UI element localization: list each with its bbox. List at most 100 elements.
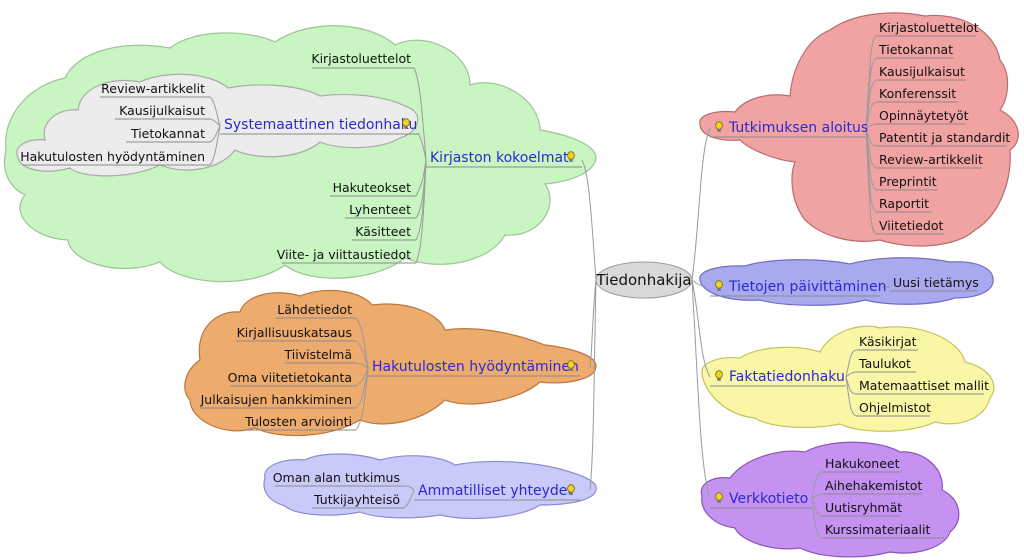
- svg-text:Opinnäytetyöt: Opinnäytetyöt: [879, 108, 969, 123]
- svg-text:Raportit: Raportit: [879, 196, 929, 211]
- svg-text:Käsitteet: Käsitteet: [355, 224, 411, 239]
- list-item[interactable]: Tulosten arviointi: [244, 414, 356, 431]
- topic-kirjaston-kokoelmat[interactable]: Kirjaston kokoelmat: [426, 150, 582, 168]
- list-item[interactable]: Tutkijayhteisö: [312, 492, 404, 509]
- svg-text:Julkaisujen hankkiminen: Julkaisujen hankkiminen: [200, 392, 352, 407]
- list-item[interactable]: Aihehakemistot: [822, 478, 922, 495]
- topic-verkkotieto[interactable]: Verkkotieto: [710, 491, 812, 509]
- svg-text:Kausijulkaisut: Kausijulkaisut: [879, 64, 965, 79]
- svg-text:Preprintit: Preprintit: [879, 174, 937, 189]
- list-item[interactable]: Hakukoneet: [822, 456, 902, 473]
- svg-text:Uutisryhmät: Uutisryhmät: [825, 500, 902, 515]
- list-item[interactable]: Raportit: [876, 196, 932, 213]
- cloud-ammatilliset-yhteydet: [263, 453, 597, 519]
- fakta-items: Käsikirjat Taulukot Matemaattiset mallit…: [856, 334, 989, 417]
- topic-label: Ammatilliset yhteydet: [418, 483, 573, 499]
- topic-faktatiedonhaku[interactable]: Faktatiedonhaku: [710, 369, 846, 387]
- svg-text:Viite- ja viittaustiedot: Viite- ja viittaustiedot: [277, 247, 411, 262]
- list-item[interactable]: Käsikirjat: [856, 334, 918, 351]
- svg-text:Patentit ja standardit: Patentit ja standardit: [879, 130, 1010, 145]
- topic-label: Faktatiedonhaku: [729, 369, 845, 385]
- list-item[interactable]: Review-artikkelit: [876, 152, 983, 169]
- svg-text:Aihehakemistot: Aihehakemistot: [825, 478, 922, 493]
- topic-hakutulosten-hyodyntaminen[interactable]: Hakutulosten hyödyntäminen: [368, 359, 580, 377]
- list-item[interactable]: Hakuteokset: [330, 180, 416, 197]
- list-item[interactable]: Matemaattiset mallit: [856, 378, 989, 395]
- list-item[interactable]: Kirjastoluettelot: [876, 20, 979, 37]
- connectors: [209, 35, 890, 539]
- topic-label: Tietojen päivittäminen: [728, 279, 886, 295]
- svg-text:Hakutulosten hyödyntäminen: Hakutulosten hyödyntäminen: [20, 149, 205, 164]
- topic-ammatilliset-yhteydet[interactable]: Ammatilliset yhteydet: [414, 483, 580, 501]
- svg-text:Matemaattiset mallit: Matemaattiset mallit: [859, 378, 989, 393]
- list-item[interactable]: Viitetiedot: [876, 218, 944, 235]
- systematic-items: Review-artikkelit Kausijulkaisut Tietoka…: [20, 81, 210, 166]
- svg-text:Lähdetiedot: Lähdetiedot: [277, 302, 352, 317]
- list-item[interactable]: Konferenssit: [876, 86, 958, 103]
- list-item[interactable]: Opinnäytetyöt: [876, 108, 969, 125]
- svg-text:Taulukot: Taulukot: [858, 356, 911, 371]
- svg-text:Hakuteokset: Hakuteokset: [333, 180, 412, 195]
- svg-text:Kurssimateriaalit: Kurssimateriaalit: [825, 522, 930, 537]
- topic-tutkimuksen-aloitus[interactable]: Tutkimuksen aloitus: [710, 120, 868, 138]
- svg-text:Lyhenteet: Lyhenteet: [349, 202, 411, 217]
- svg-text:Tietokannat: Tietokannat: [878, 42, 953, 57]
- list-item[interactable]: Ohjelmistot: [856, 400, 931, 417]
- cloud-verkkotieto: [700, 441, 960, 558]
- list-item[interactable]: Uusi tietämys: [890, 275, 979, 292]
- topic-label: Hakutulosten hyödyntäminen: [372, 359, 579, 375]
- svg-text:Kausijulkaisut: Kausijulkaisut: [119, 103, 205, 118]
- cloud-hakutulosten-hyodyntaminen: [184, 289, 597, 437]
- svg-text:Oman alan tutkimus: Oman alan tutkimus: [273, 470, 400, 485]
- list-item[interactable]: Viite- ja viittaustiedot: [277, 247, 416, 264]
- kirjasto-bottom-items: Hakuteokset Lyhenteet Käsitteet Viite- j…: [277, 180, 416, 264]
- list-item[interactable]: Lyhenteet: [345, 202, 416, 219]
- list-item[interactable]: Oma viitetietokanta: [228, 370, 356, 387]
- tutkimuksen-items: Kirjastoluettelot Tietokannat Kausijulka…: [876, 20, 1010, 235]
- list-item[interactable]: Lähdetiedot: [276, 302, 356, 319]
- list-item[interactable]: Tietokannat: [876, 42, 954, 59]
- topic-label: Tutkimuksen aloitus: [728, 120, 868, 136]
- cloud-tietojen-paivittaminen: [699, 257, 994, 306]
- list-item[interactable]: Kausijulkaisut: [876, 64, 966, 81]
- svg-text:Uusi tietämys: Uusi tietämys: [893, 275, 979, 290]
- list-item[interactable]: Patentit ja standardit: [876, 130, 1010, 147]
- kirjasto-top-item[interactable]: Kirjastoluettelot: [311, 51, 414, 69]
- list-item[interactable]: Kirjallisuuskatsaus: [236, 325, 356, 342]
- hakutulosten-items: Lähdetiedot Kirjallisuuskatsaus Tiiviste…: [200, 302, 356, 431]
- svg-text:Kirjallisuuskatsaus: Kirjallisuuskatsaus: [237, 325, 352, 340]
- svg-text:Review-artikkelit: Review-artikkelit: [101, 81, 205, 96]
- list-item[interactable]: Tiivistelmä: [284, 347, 356, 364]
- topic-label: Kirjaston kokoelmat: [430, 150, 569, 166]
- list-item[interactable]: Review-artikkelit: [100, 81, 210, 98]
- svg-text:Konferenssit: Konferenssit: [879, 86, 956, 101]
- svg-text:Tulosten arviointi: Tulosten arviointi: [244, 414, 352, 429]
- list-item[interactable]: Uutisryhmät: [822, 500, 902, 517]
- central-node[interactable]: Tiedonhakija: [595, 261, 693, 299]
- cloud-faktatiedonhaku: [701, 325, 995, 432]
- topic-label: Verkkotieto: [729, 491, 808, 507]
- verkko-items: Hakukoneet Aihehakemistot Uutisryhmät Ku…: [822, 456, 944, 539]
- list-item[interactable]: Preprintit: [876, 174, 938, 191]
- list-item[interactable]: Tietokannat: [126, 126, 210, 143]
- svg-text:Tiivistelmä: Tiivistelmä: [284, 347, 352, 362]
- topic-systemaattinen-tiedonhaku[interactable]: Systemaattinen tiedonhaku: [220, 117, 418, 135]
- ammatilliset-items: Oman alan tutkimus Tutkijayhteisö: [273, 470, 404, 509]
- list-item[interactable]: Julkaisujen hankkiminen: [200, 392, 356, 409]
- list-item[interactable]: Taulukot: [856, 356, 916, 373]
- list-item[interactable]: Kausijulkaisut: [115, 103, 210, 120]
- svg-text:Viitetiedot: Viitetiedot: [879, 218, 943, 233]
- list-item[interactable]: Käsitteet: [352, 224, 416, 241]
- list-item[interactable]: Hakutulosten hyödyntäminen: [20, 149, 210, 166]
- svg-text:Käsikirjat: Käsikirjat: [859, 334, 917, 349]
- list-item[interactable]: Oman alan tutkimus: [273, 470, 404, 487]
- list-item[interactable]: Kurssimateriaalit: [822, 522, 944, 539]
- item-label: Kirjastoluettelot: [311, 51, 411, 66]
- topic-tietojen-paivittaminen[interactable]: Tietojen päivittäminen: [710, 279, 886, 297]
- svg-text:Tutkijayhteisö: Tutkijayhteisö: [313, 492, 400, 507]
- cloud-tutkimuksen-aloitus: [699, 12, 1019, 247]
- svg-text:Tietokannat: Tietokannat: [130, 126, 205, 141]
- svg-text:Oma viitetietokanta: Oma viitetietokanta: [228, 370, 352, 385]
- svg-text:Hakukoneet: Hakukoneet: [825, 456, 900, 471]
